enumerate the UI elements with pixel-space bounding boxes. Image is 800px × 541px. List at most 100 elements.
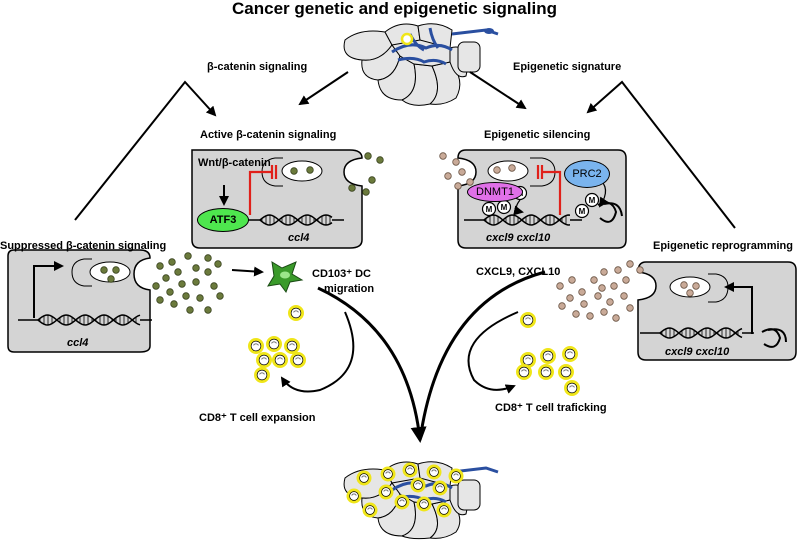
chemokine-dot — [204, 254, 212, 262]
chemokine-dot — [493, 166, 501, 174]
chemokine-dot — [622, 276, 630, 284]
chemokine-dot — [692, 282, 700, 290]
dna-helix — [640, 327, 754, 339]
chemokine-dot — [594, 292, 602, 300]
t-cell — [516, 364, 532, 380]
chemokine-dot — [626, 260, 634, 268]
t-cell — [540, 348, 556, 364]
epigenetic-reprogramming-label: Epigenetic reprogramming — [653, 240, 793, 252]
chemokine-dot — [566, 294, 574, 302]
t-cells — [248, 305, 580, 396]
chemokine-dot — [362, 188, 370, 196]
chemokine-dot — [610, 282, 618, 290]
t-cell — [436, 502, 452, 518]
chemokine-dot — [107, 275, 115, 283]
cxcl9-cxcl10-silenced-label: cxcl9 cxcl10 — [486, 232, 551, 244]
active-beta-catenin-label: Active β-catenin signaling — [200, 129, 337, 141]
chemokine-dot — [458, 168, 466, 176]
chemokine-dot — [606, 298, 614, 306]
chemokine-dot — [620, 292, 628, 300]
methyl-mark: M — [584, 192, 600, 208]
chemokine-dot — [568, 276, 576, 284]
chemokine-dot — [112, 266, 120, 274]
svg-text:M: M — [579, 207, 586, 216]
t-cell — [290, 352, 306, 368]
chemokine-dot — [376, 156, 384, 164]
t-cell — [564, 380, 580, 396]
t-cell — [284, 338, 300, 354]
t-cell — [416, 496, 432, 512]
chemokine-dot — [439, 152, 447, 160]
epigenetic-silencing-label: Epigenetic silencing — [484, 129, 591, 141]
chemokine-dot — [290, 167, 298, 175]
chemokine-dot — [192, 264, 200, 272]
cd103-dc-icon — [267, 261, 304, 294]
chemokine-dot — [166, 288, 174, 296]
chemokine-dot — [306, 166, 314, 174]
t-cell — [558, 364, 574, 380]
cxcl-dots-reprogrammed — [556, 260, 700, 322]
top-arrows — [74, 71, 736, 229]
chemokine-dot — [444, 172, 452, 180]
tumor-top — [343, 23, 499, 106]
chemokine-dot — [612, 314, 620, 322]
chemokine-dot — [578, 288, 586, 296]
chemokine-dot — [168, 258, 176, 266]
ccl4-active-label: ccl4 — [288, 232, 310, 244]
prc2-badge: PRC2 — [564, 160, 610, 188]
chemokine-dot — [210, 282, 218, 290]
chemokine-dot — [558, 302, 566, 310]
dnmt1-badge: DNMT1 — [467, 182, 523, 202]
chemokine-dot — [368, 176, 376, 184]
migration-label: migration — [324, 283, 375, 295]
chemokine-dot — [590, 276, 598, 284]
t-cell — [272, 352, 288, 368]
chemokine-dot — [572, 310, 580, 318]
chemokine-dot — [680, 281, 688, 289]
svg-text:M: M — [486, 205, 493, 214]
dna-helix — [18, 314, 152, 326]
chemokine-dot — [192, 278, 200, 286]
svg-text:M: M — [589, 196, 596, 205]
chemokine-dot — [170, 300, 178, 308]
svg-text:M: M — [501, 203, 508, 212]
ccl4-dots-suppressed — [100, 252, 224, 314]
chemokine-dot — [686, 289, 694, 297]
cd103-dc-label: CD103⁺ DC — [312, 268, 371, 280]
chemokine-dot — [156, 262, 164, 270]
chemokine-dot — [186, 306, 194, 314]
chemokine-dot — [364, 152, 372, 160]
chemokine-dot — [178, 280, 186, 288]
t-cell — [248, 338, 264, 354]
t-cell — [410, 477, 426, 493]
chemokine-dot — [196, 294, 204, 302]
chemokine-dot — [586, 312, 594, 320]
page-title: Cancer genetic and epigenetic signaling — [232, 0, 557, 18]
chemokine-dot — [626, 304, 634, 312]
t-cell — [426, 464, 442, 480]
t-cell — [448, 468, 464, 484]
chemokine-dot — [216, 292, 224, 300]
chemokine-dot — [452, 158, 460, 166]
chemokine-dot — [184, 252, 192, 260]
cxcl-dots-silencing — [439, 152, 516, 190]
beta-catenin-signaling-label: β-catenin signaling — [207, 61, 308, 73]
t-cell — [256, 352, 272, 368]
atf3-badge: ATF3 — [197, 208, 249, 232]
ccl4-dots-active — [290, 152, 384, 196]
cxcl9-cxcl10-chemokine-label: CXCL9, CXCL10 — [476, 266, 561, 278]
chemokine-dot — [214, 260, 222, 268]
chemokine-dot — [614, 266, 622, 274]
t-cell — [538, 364, 554, 380]
suppressed-beta-catenin-cell — [7, 249, 152, 353]
chemokine-dot — [636, 266, 644, 274]
epigenetic-signature-label: Epigenetic signature — [513, 61, 622, 73]
chemokine-dot — [152, 282, 160, 290]
t-cell — [520, 312, 536, 328]
t-cell — [562, 346, 578, 362]
chemokine-dot — [100, 266, 108, 274]
chemokine-dot — [508, 164, 516, 172]
cd8-expansion-label: CD8⁺ T cell expansion — [199, 412, 316, 424]
wnt-beta-catenin-label: Wnt/β-catenin — [198, 157, 271, 169]
